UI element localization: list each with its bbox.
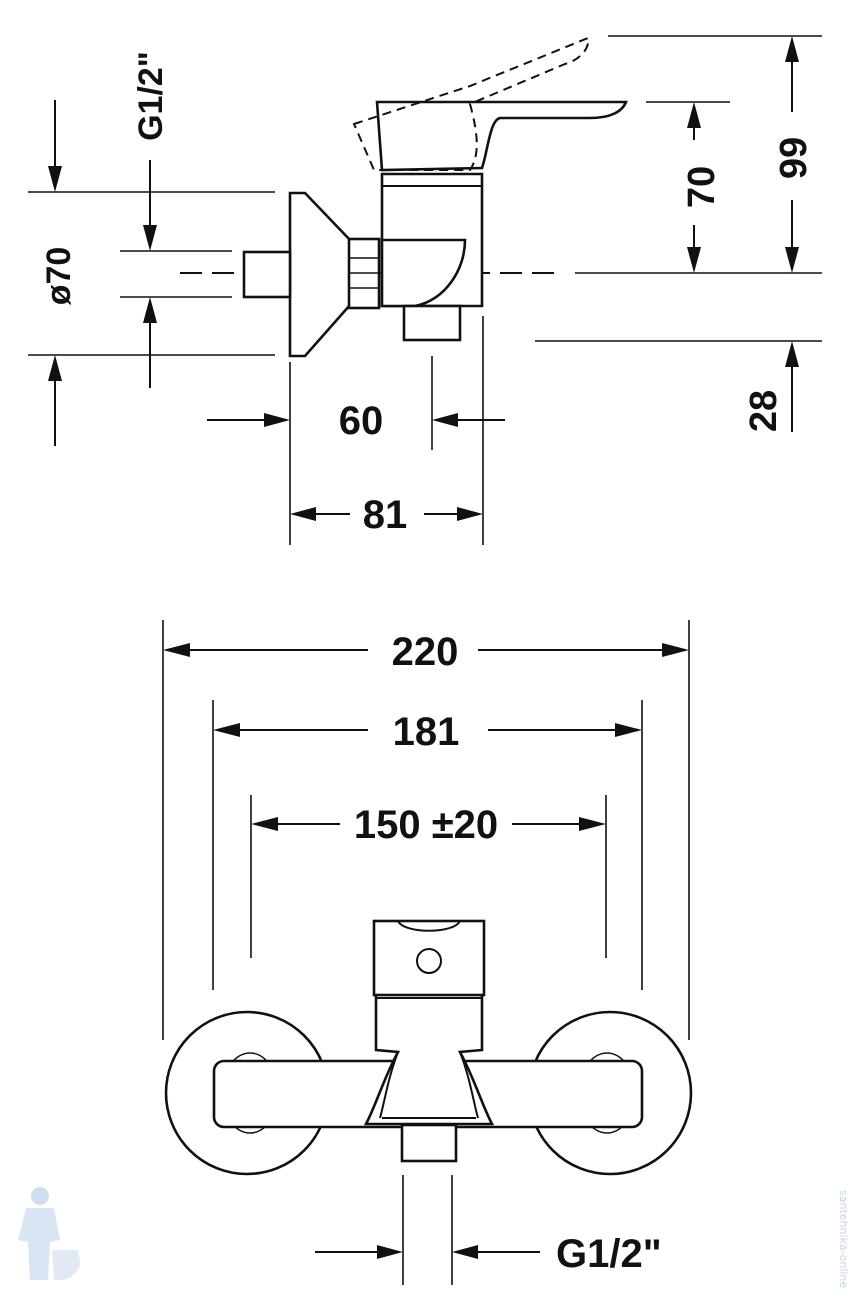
handle-open-position: [352, 36, 590, 171]
handle-front: [372, 919, 486, 997]
plumber-icon: [31, 1187, 49, 1205]
dim-thread-side: G1/2": [132, 51, 170, 141]
dim-70: 70: [681, 166, 723, 208]
indicator-dot: [416, 948, 442, 974]
outlet: [402, 304, 462, 342]
dim-150: 150 ±20: [354, 803, 498, 847]
dim-60: 60: [339, 399, 384, 443]
dim-181: 181: [393, 710, 460, 754]
dim-81: 81: [363, 493, 408, 537]
cartridge-housing: [363, 988, 495, 1126]
watermark-text: santehnika-online: [837, 1190, 849, 1288]
dim-28: 28: [743, 390, 785, 432]
dim-99: 99: [773, 137, 815, 179]
wall-rosette: [288, 191, 352, 358]
dim-diameter: ø70: [40, 247, 78, 306]
dim-thread-front: G1/2": [556, 1232, 662, 1276]
watermark: santehnika-online: [18, 1187, 849, 1288]
toilet-icon: [52, 1250, 80, 1280]
side-view: G1/2" ø70 60 81 70 99 28: [28, 35, 822, 545]
front-outlet: [400, 1123, 458, 1163]
front-view: 220 181 150 ±20 G1/2": [162, 620, 693, 1285]
handle: [375, 100, 628, 172]
dim-220: 220: [392, 630, 459, 674]
wall-nipple: [242, 250, 292, 299]
